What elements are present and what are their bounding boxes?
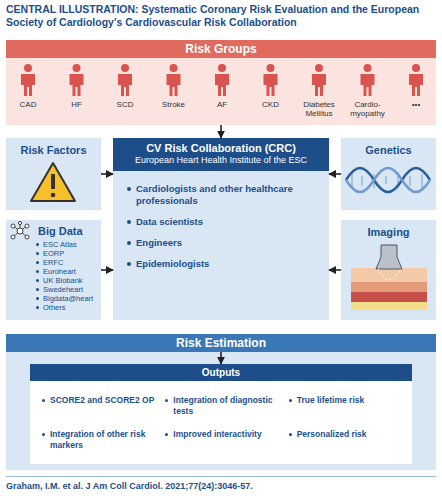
arrow-connector	[329, 173, 341, 175]
item-text: Swedeheart	[36, 285, 101, 294]
heading-text: Big Data	[38, 225, 101, 237]
node-header: Risk Estimation	[6, 334, 436, 352]
item-text: Improved interactivity	[165, 429, 278, 451]
node-header: Outputs	[30, 364, 412, 381]
item-text: Personalized risk	[289, 429, 402, 451]
risk-group-label: •••	[393, 100, 439, 109]
node-header: Genetics	[341, 138, 436, 156]
item-text: Integration of other risk markers	[42, 429, 155, 451]
risk-group-label: CKD	[248, 100, 294, 109]
heading-text: Outputs	[30, 364, 412, 381]
node-header: Risk Factors	[6, 138, 101, 156]
node-body: ESC AtlasEORPERFCEuroheartUK BiobankSwed…	[6, 237, 101, 312]
item-text: SCORE2 and SCORE2 OP	[42, 395, 155, 417]
risk-group-label: CAD	[5, 100, 51, 109]
item-text: True lifetime risk	[289, 395, 402, 417]
item-text: Integration of diagnostic tests	[165, 395, 278, 417]
heading-text: Imaging	[341, 226, 436, 238]
section-bar: Risk Estimation	[6, 334, 436, 352]
footer-rule	[6, 476, 436, 477]
arrow-connector	[329, 269, 341, 271]
heading-text: Genetics	[341, 144, 436, 156]
arrow-connector	[220, 125, 222, 138]
input-box: Big DataESC AtlasEORPERFCEuroheartUK Bio…	[6, 220, 101, 320]
risk-group-label: HF	[54, 100, 100, 109]
item-text: Bigdata@heart	[36, 294, 101, 303]
item-text: Euroheart	[36, 267, 101, 276]
item-text: ESC Atlas	[36, 240, 101, 249]
node-header: Risk Groups	[6, 40, 436, 58]
arrow-connector	[220, 352, 222, 364]
node-header: CV Risk Collaboration (CRC)European Hear…	[113, 138, 329, 171]
heading-text: CV Risk Collaboration (CRC)	[117, 142, 325, 155]
heading-text: Risk Groups	[6, 40, 436, 58]
node-body: Cardiologists and other healthcare profe…	[113, 171, 329, 270]
risk-group-label: AF	[199, 100, 245, 109]
item-text: Others	[36, 303, 101, 312]
item-text: Epidemiologists	[127, 258, 319, 270]
heading-text: Risk Factors	[6, 144, 101, 156]
item-text: Data scientists	[127, 216, 319, 228]
risk-group-label: Stroke	[151, 100, 197, 109]
collaboration-box: CV Risk Collaboration (CRC)European Hear…	[113, 138, 329, 320]
item-text: ERFC	[36, 258, 101, 267]
citation: Graham, I.M. et al. J Am Coll Cardiol. 2…	[6, 481, 436, 491]
node-body: SCORE2 and SCORE2 OP Integration of diagn…	[30, 381, 412, 451]
arrow-connector	[101, 269, 113, 271]
item-text: EORP	[36, 249, 101, 258]
figure-title: CENTRAL ILLUSTRATION: Systematic Coronar…	[6, 3, 436, 29]
arrow-connector	[101, 173, 113, 175]
risk-group-label: Diabetes Mellitus	[296, 100, 342, 118]
item-text: Engineers	[127, 237, 319, 249]
heading-text: Risk Estimation	[6, 334, 436, 352]
item-text: Cardiologists and other healthcare profe…	[127, 183, 319, 207]
item-text: UK Biobank	[36, 276, 101, 285]
node-header: Imaging	[341, 220, 436, 238]
heading-text: European Heart Health Institute of the E…	[117, 155, 325, 166]
risk-group-label: SCD	[102, 100, 148, 109]
risk-group-label: Cardio- myopathy	[345, 100, 391, 118]
outputs-box: OutputsSCORE2 and SCORE2 OP Integration o…	[30, 364, 412, 464]
